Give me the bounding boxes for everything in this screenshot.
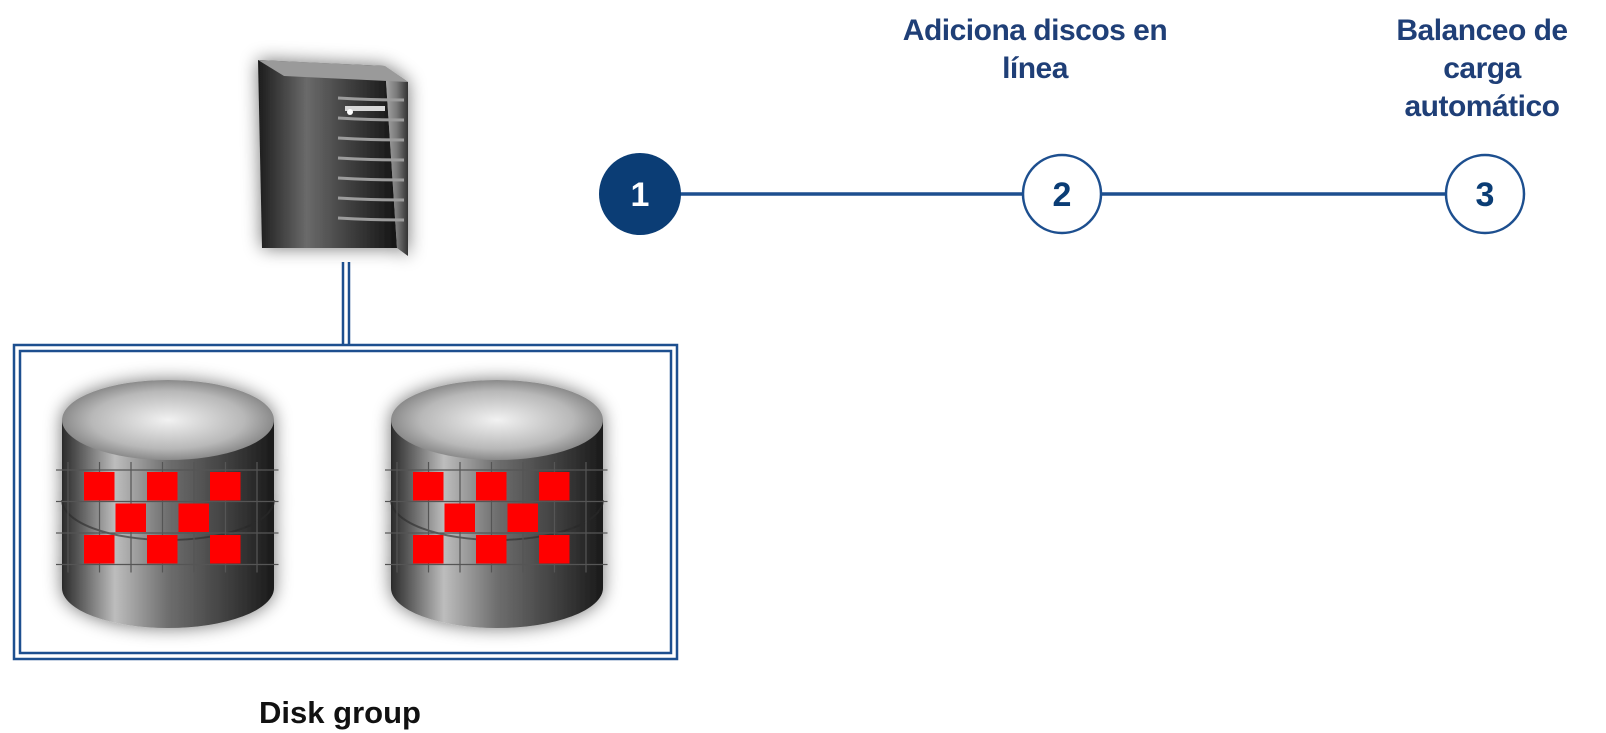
step-1-marker: 1: [599, 153, 681, 235]
data-extent-block: [147, 535, 178, 564]
data-extent-block: [115, 503, 146, 532]
step-2-title: Adiciona discos en línea: [902, 14, 1168, 85]
data-extent-block: [84, 472, 115, 501]
data-extent-block: [413, 472, 444, 501]
disk-group-label: Disk group: [259, 695, 421, 730]
step-3-marker: 3: [1444, 153, 1526, 235]
disk-cylinder-icon: [385, 380, 608, 628]
data-extent-block: [539, 535, 570, 564]
step-timeline: 1 2 3: [599, 153, 1526, 235]
server-tower-icon: [258, 60, 408, 256]
data-extent-block: [444, 503, 475, 532]
data-extent-block: [476, 472, 507, 501]
step-1-circle: [599, 153, 681, 235]
server-connector: [341, 262, 351, 346]
step-3-number: 3: [1476, 176, 1495, 214]
step-2-marker: 2: [1021, 153, 1103, 235]
step-1-number: 1: [631, 176, 650, 214]
disk-cylinder-icon: [56, 380, 279, 628]
data-extent-block: [539, 472, 570, 501]
data-extent-block: [507, 503, 538, 532]
disk-group: [56, 380, 608, 628]
step-2-number: 2: [1053, 176, 1072, 214]
data-extent-block: [210, 472, 241, 501]
data-extent-block: [413, 535, 444, 564]
step-2-circle: [1021, 153, 1103, 235]
step-3-title: Balanceo de carga automático: [1396, 14, 1568, 123]
disk-group-frame: [12, 343, 679, 661]
data-extent-block: [147, 472, 178, 501]
data-extent-block: [178, 503, 209, 532]
data-extent-block: [210, 535, 241, 564]
data-extent-block: [476, 535, 507, 564]
data-extent-block: [84, 535, 115, 564]
step-3-circle: [1444, 153, 1526, 235]
